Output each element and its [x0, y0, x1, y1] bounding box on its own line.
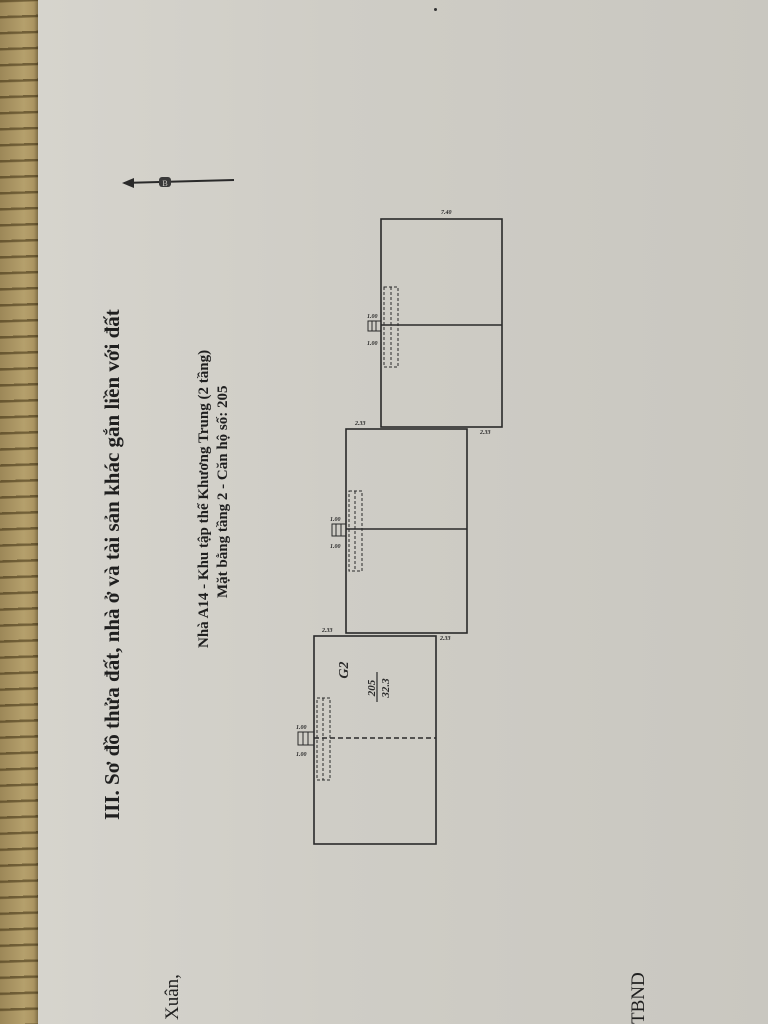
dim-offset-2: 2.33 [479, 430, 491, 436]
dim-offset-4: 2.33 [439, 636, 451, 642]
dim-top-width: 7.40 [441, 210, 452, 216]
block-top [380, 218, 503, 428]
paper-speck [434, 8, 437, 11]
dim-stair-e: 1.00 [296, 725, 307, 731]
dim-stair-f: 1.00 [296, 752, 307, 758]
dim-stair-d: 1.00 [330, 544, 341, 550]
certificate-page [38, 0, 768, 1024]
dim-stair-a: 1.00 [367, 314, 378, 320]
block-bottom [313, 635, 437, 845]
dim-stair-c: 1.00 [330, 517, 341, 523]
unit-area: 32.3 [380, 678, 392, 699]
north-label: B [162, 179, 167, 188]
unit-code: G2 [337, 661, 352, 678]
dim-offset-1: 2.33 [354, 421, 366, 427]
north-arrow-icon: B [122, 177, 235, 188]
dim-stair-b: 1.00 [367, 341, 378, 347]
wooden-table-edge [0, 0, 40, 1024]
unit-number: 205 [366, 679, 378, 697]
stair-hatching [316, 286, 399, 781]
dim-offset-3: 2.33 [321, 628, 333, 634]
block-middle [345, 428, 468, 634]
